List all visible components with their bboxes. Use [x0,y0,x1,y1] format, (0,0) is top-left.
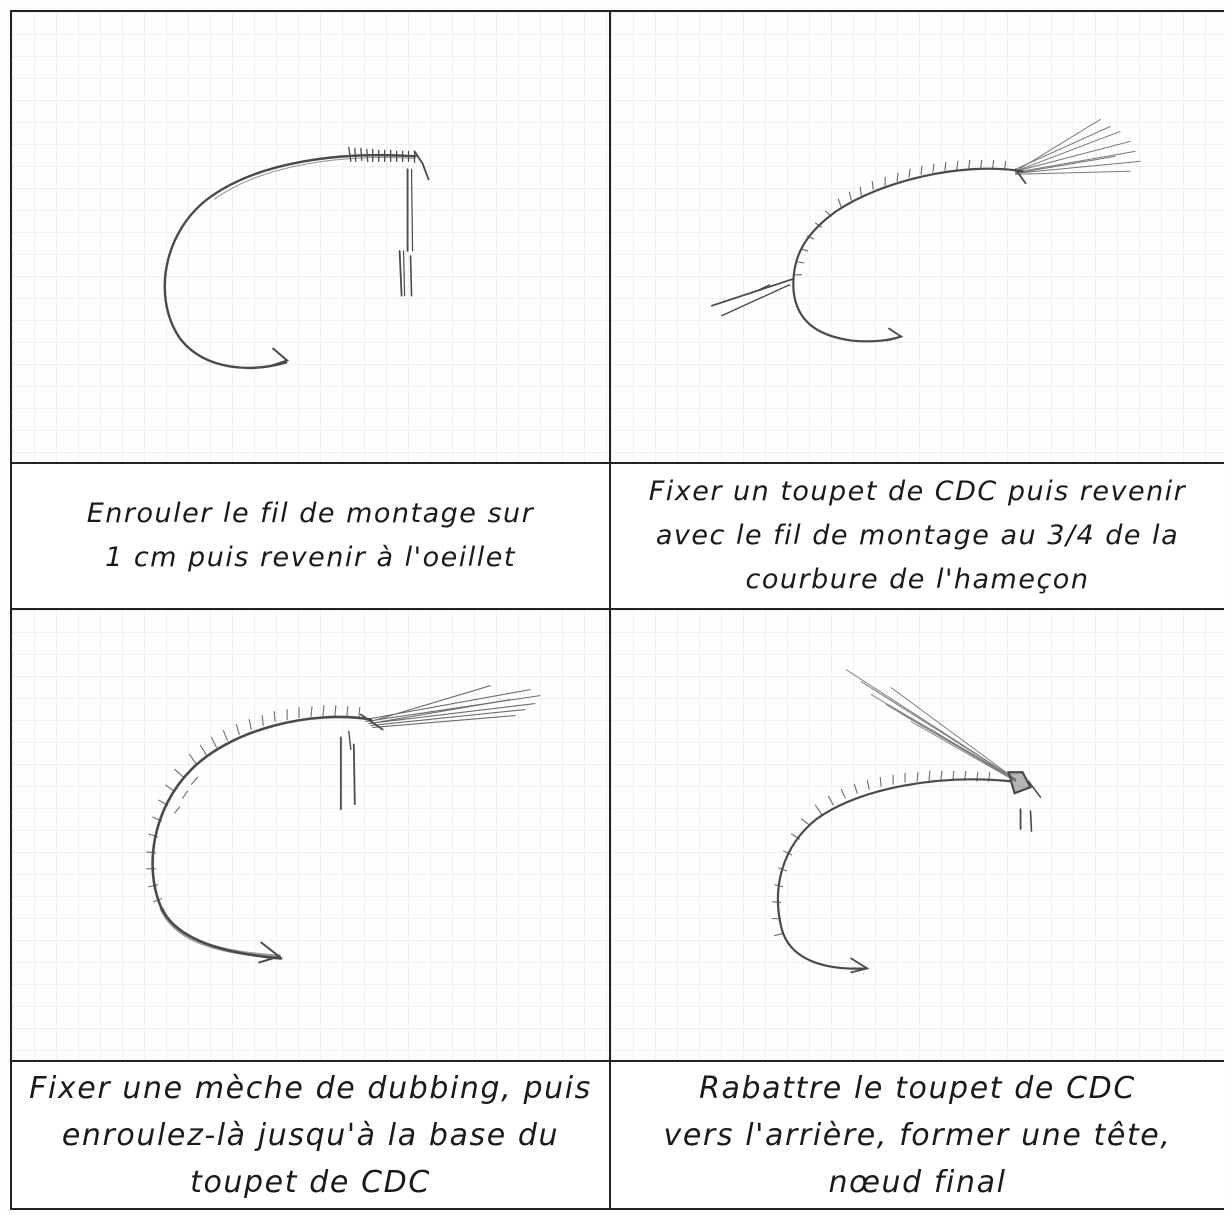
step-1-line-2: 1 cm puis revenir à l'oeillet [87,536,535,580]
step-1-line-1: Enrouler le fil de montage sur [87,492,535,536]
hook-sketch-step-3-icon [12,610,609,1060]
step-4-caption: Rabattre le toupet de CDC vers l'arrière… [611,1062,1224,1208]
hook-sketch-step-1-icon [12,12,609,462]
step-4-text: Rabattre le toupet de CDC vers l'arrière… [664,1065,1172,1206]
step-2-caption: Fixer un toupet de CDC puis revenir avec… [611,464,1224,610]
step-4-line-1: Rabattre le toupet de CDC [664,1065,1172,1112]
step-3-drawing [12,610,611,1062]
hook-sketch-step-2-icon [611,12,1224,462]
hook-sketch-step-4-icon [611,610,1224,1060]
step-2-line-1: Fixer un toupet de CDC puis revenir [649,470,1187,514]
step-1-drawing [12,12,611,464]
step-4-line-3: nœud final [664,1159,1172,1206]
fly-tying-steps-table: Enrouler le fil de montage sur 1 cm puis… [10,10,1224,1210]
step-3-caption: Fixer une mèche de dubbing, puis enroule… [12,1062,611,1208]
step-2-text: Fixer un toupet de CDC puis revenir avec… [649,470,1187,602]
step-3-line-1: Fixer une mèche de dubbing, puis [29,1065,592,1112]
step-4-drawing [611,610,1224,1062]
step-2-line-2: avec le fil de montage au 3/4 de la [649,514,1187,558]
step-2-drawing [611,12,1224,464]
step-4-line-2: vers l'arrière, former une tête, [664,1112,1172,1159]
step-3-line-3: toupet de CDC [29,1159,592,1206]
step-1-caption: Enrouler le fil de montage sur 1 cm puis… [12,464,611,610]
step-2-line-3: courbure de l'hameçon [649,558,1187,602]
step-1-text: Enrouler le fil de montage sur 1 cm puis… [87,492,535,580]
step-3-line-2: enroulez-là jusqu'à la base du [29,1112,592,1159]
step-3-text: Fixer une mèche de dubbing, puis enroule… [29,1065,592,1206]
